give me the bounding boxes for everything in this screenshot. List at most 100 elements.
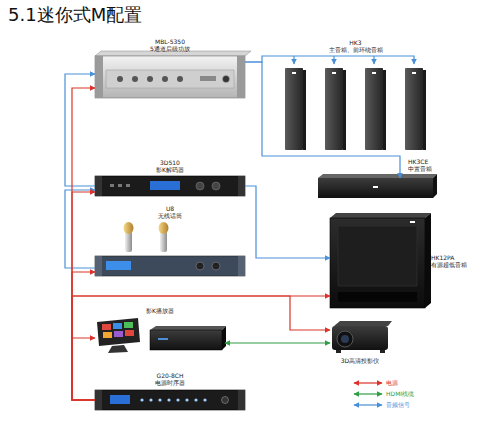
mic-head [159, 222, 169, 234]
knob [196, 262, 204, 270]
sub-port [338, 292, 417, 302]
device-label: HK3CE中置音箱 [408, 158, 458, 172]
box-top [150, 326, 226, 330]
touch-screen [97, 318, 140, 346]
knob [132, 76, 138, 82]
knob [212, 182, 220, 190]
speaker-logo [412, 72, 416, 74]
label-text: 中置音箱 [408, 165, 458, 172]
knob [177, 76, 183, 82]
label-text: 无线话筒 [95, 212, 245, 219]
knob [196, 182, 204, 190]
subwoofer [330, 213, 431, 308]
legend-line-sample [352, 379, 384, 387]
screen-tile [113, 323, 122, 329]
projector-foot [336, 350, 341, 353]
screen-tile [114, 331, 123, 337]
screen-stand [108, 345, 128, 353]
projector [332, 321, 392, 353]
legend-row: HDMI线缆 [352, 390, 442, 400]
device-label: 3D高清投影仪 [320, 357, 400, 364]
amp-slot [200, 76, 216, 81]
rack-ear [238, 256, 245, 276]
label-text: 电源时序器 [95, 379, 245, 386]
knob [212, 262, 220, 270]
legend-text: 音频信号 [386, 401, 410, 409]
device-label: G20-8CH电源时序器 [95, 372, 245, 386]
speaker-side [303, 70, 306, 150]
speaker-logo [373, 186, 378, 188]
label-text: 影K解码器 [95, 166, 245, 173]
display [110, 395, 130, 404]
device-node: 3D高清投影仪 [330, 320, 390, 354]
power-sequencer [95, 390, 245, 410]
signal-connector [72, 88, 95, 400]
label-text: 主音箱、前环绕音箱 [303, 46, 408, 53]
column-speaker [365, 68, 383, 150]
power-button [222, 397, 229, 404]
decoder [95, 176, 245, 196]
signal-connector [245, 62, 400, 178]
mic-handle [125, 232, 132, 252]
device-label: 3D510影K解码器 [95, 159, 245, 173]
legend-line-sample [352, 390, 384, 398]
button [110, 184, 114, 187]
amp-body [95, 56, 245, 98]
screen-tile [125, 330, 134, 336]
rack-ear [237, 56, 245, 98]
center-speaker [318, 174, 437, 198]
signal-connector [72, 296, 330, 400]
indicator-light [176, 398, 179, 401]
device-node: 影K播放器 [95, 318, 225, 352]
device-label: U8无线话筒 [95, 205, 245, 219]
legend-line [354, 393, 382, 394]
legend-line-sample [352, 401, 384, 409]
player-box [150, 330, 222, 350]
rack-ear [95, 390, 102, 410]
legend-row: 电源 [352, 379, 442, 389]
column-speaker [405, 68, 423, 150]
rack-ear [238, 176, 245, 196]
projector-body [332, 326, 388, 350]
media-player [97, 318, 226, 353]
legend-text: HDMI线缆 [386, 390, 414, 398]
box-light [158, 338, 168, 340]
display [106, 261, 131, 270]
label-text: U8 [95, 205, 245, 212]
amp-panel [106, 70, 234, 88]
rack-ear [95, 56, 103, 98]
label-text: HK3 [303, 39, 408, 46]
screen-tile [124, 322, 133, 328]
signal-connector [72, 338, 95, 400]
legend-line [354, 382, 382, 383]
speaker-side [433, 174, 437, 198]
speaker-side [343, 70, 346, 150]
label-text: G20-8CH [95, 372, 245, 379]
signal-connector [225, 342, 330, 343]
knob [147, 76, 153, 82]
label-text: 3D高清投影仪 [320, 357, 400, 364]
box-side [222, 326, 226, 350]
speaker-side [423, 70, 426, 150]
label-text: MBL-5350 [95, 38, 245, 45]
device-node: 3D510影K解码器 [95, 176, 245, 196]
device-node: U8无线话筒 [95, 222, 245, 276]
speaker-logo [332, 72, 336, 74]
sub-grille [338, 226, 417, 286]
projector-foot [380, 350, 385, 353]
column-speakers [285, 68, 426, 150]
button [118, 184, 122, 187]
device-node: MBL-53505通道后级功放 [95, 56, 245, 98]
label-text: 5通道后级功放 [95, 45, 245, 52]
indicator-light [158, 398, 161, 401]
device-label: HK3主音箱、前环绕音箱 [303, 39, 408, 53]
sub-top [330, 213, 431, 218]
speaker-logo [372, 72, 376, 74]
speaker-drop [373, 56, 374, 64]
column-speaker [285, 68, 303, 150]
power-button [223, 76, 230, 83]
speaker-side [383, 70, 386, 150]
device-node: HK12PA有源超低音箱 [330, 218, 425, 308]
